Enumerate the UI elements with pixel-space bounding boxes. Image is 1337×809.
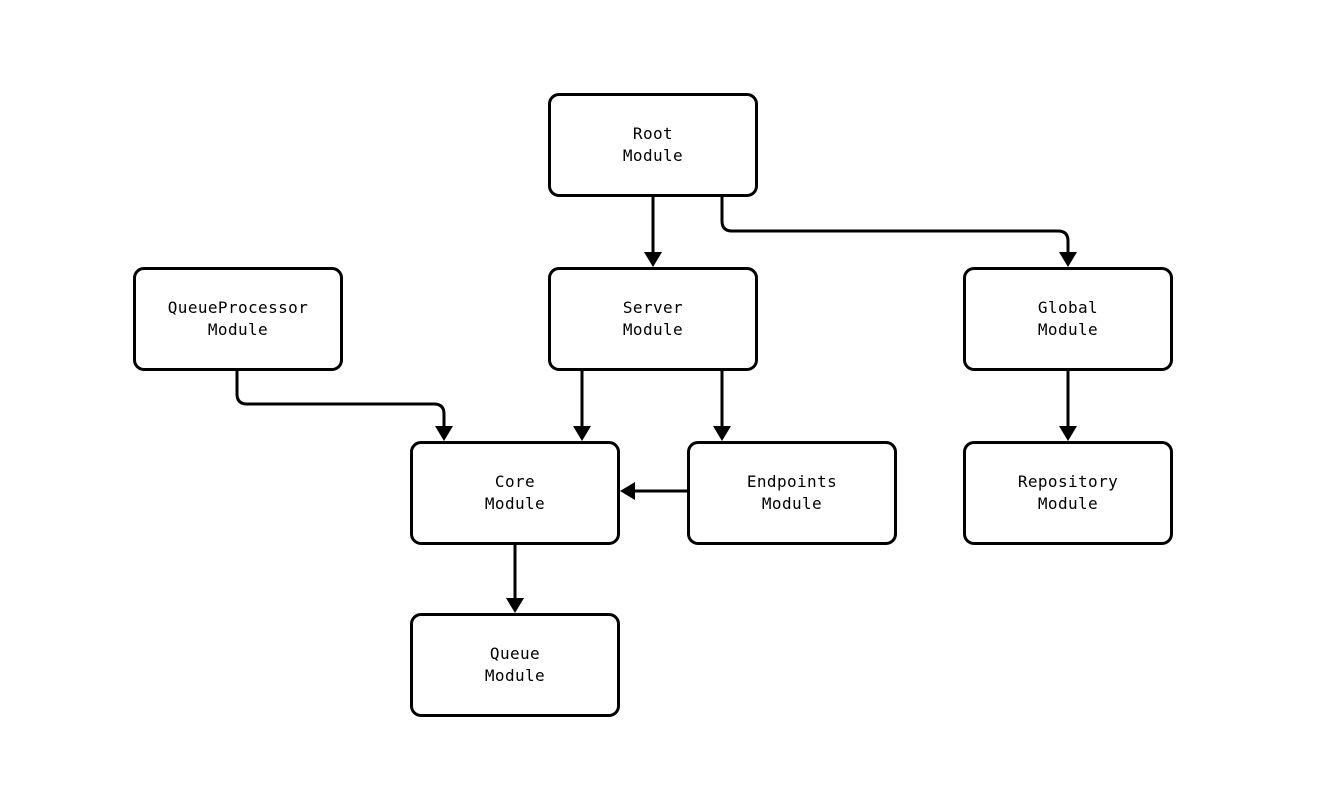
node-global-module-label-line2: Module <box>1037 320 1099 339</box>
node-repository-module-label-line2: Module <box>1037 494 1099 513</box>
node-endpoints-module[interactable]: Endpoints Module <box>687 441 897 545</box>
edge-queueprocessor-to-core <box>235 371 446 429</box>
node-queueprocessor-module-label-line1: QueueProcessor <box>167 298 309 317</box>
node-root-module-label-line1: Root <box>632 124 674 143</box>
node-endpoints-module-label-line1: Endpoints <box>746 472 838 491</box>
arrowhead-root-to-global <box>1059 252 1077 267</box>
node-server-module-label-line1: Server <box>622 298 684 317</box>
node-server-module[interactable]: Server Module <box>548 267 758 371</box>
edge-root-to-global <box>720 197 1070 255</box>
arrowhead-queueprocessor-to-core <box>435 426 453 441</box>
node-queue-module[interactable]: Queue Module <box>410 613 620 717</box>
node-queueprocessor-module[interactable]: QueueProcessor Module <box>133 267 343 371</box>
node-root-module-label-line2: Module <box>622 146 684 165</box>
node-global-module[interactable]: Global Module <box>963 267 1173 371</box>
node-repository-module[interactable]: Repository Module <box>963 441 1173 545</box>
node-queue-module-label-line2: Module <box>484 666 546 685</box>
node-core-module-label-line1: Core <box>494 472 536 491</box>
arrowhead-endpoints-to-core <box>620 482 635 500</box>
node-core-module[interactable]: Core Module <box>410 441 620 545</box>
arrowhead-core-to-queue <box>506 598 524 613</box>
arrowhead-root-to-server <box>644 252 662 267</box>
arrowhead-server-to-endpoints <box>713 426 731 441</box>
node-queue-module-label-line1: Queue <box>489 644 541 663</box>
node-global-module-label-line1: Global <box>1037 298 1099 317</box>
node-root-module[interactable]: Root Module <box>548 93 758 197</box>
node-queueprocessor-module-label-line2: Module <box>207 320 269 339</box>
node-endpoints-module-label-line2: Module <box>761 494 823 513</box>
arrowhead-global-to-repository <box>1059 426 1077 441</box>
node-server-module-label-line2: Module <box>622 320 684 339</box>
arrowhead-server-to-core <box>573 426 591 441</box>
node-repository-module-label-line1: Repository <box>1017 472 1119 491</box>
node-core-module-label-line2: Module <box>484 494 546 513</box>
